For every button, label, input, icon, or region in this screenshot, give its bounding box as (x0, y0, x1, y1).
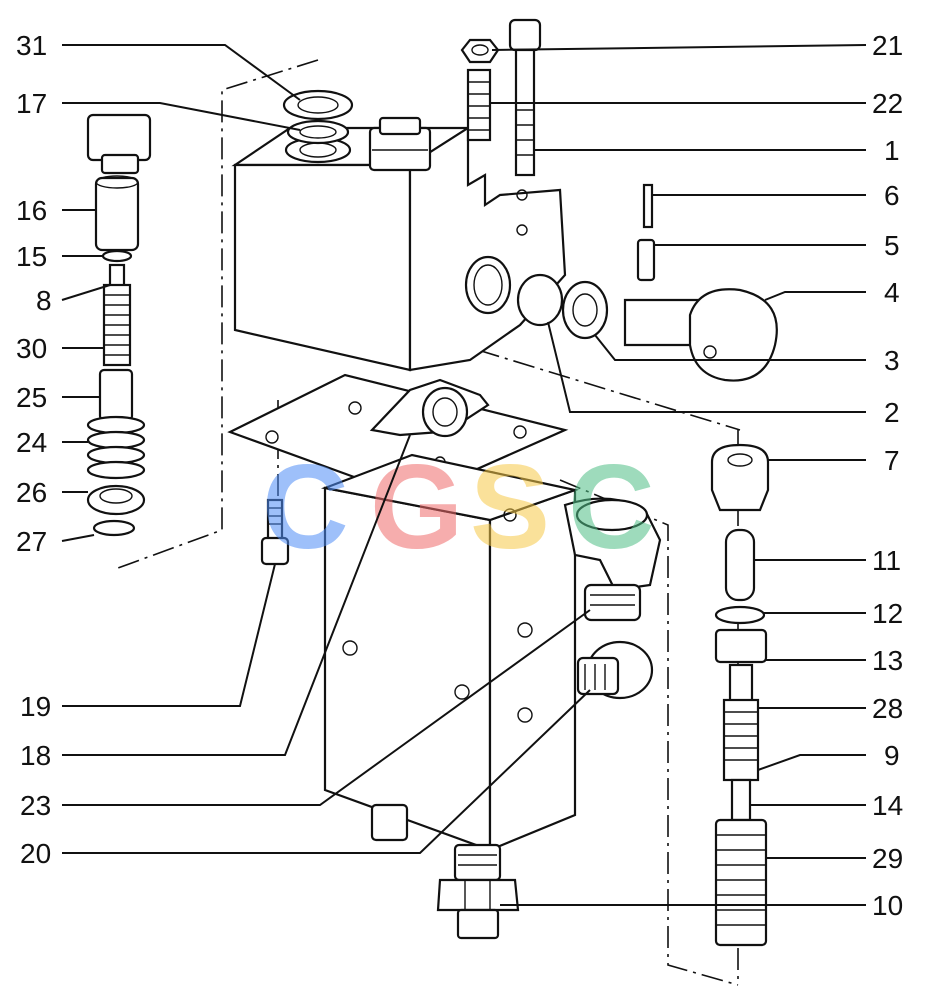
callout-21: 21 (872, 30, 903, 61)
plug (576, 640, 654, 700)
callout-24: 24 (16, 427, 47, 458)
callout-11: 11 (872, 545, 901, 576)
callout-1: 1 (884, 135, 900, 166)
callout-29: 29 (872, 843, 903, 874)
screw-19 (260, 498, 290, 566)
callout-15: 15 (16, 241, 47, 272)
axis-left-group (117, 59, 319, 569)
bottom-stub (370, 803, 409, 842)
knob-assembly (516, 183, 778, 382)
callout-30: 30 (16, 333, 47, 364)
lower-valve-body (320, 453, 580, 852)
callout-23: 23 (20, 790, 51, 821)
callout-12: 12 (872, 598, 903, 629)
leader-lines (61, 44, 867, 906)
top-hardware (460, 18, 542, 177)
axis-right-upper (477, 349, 741, 431)
watermark: C G S C (262, 440, 655, 574)
callout-13: 13 (872, 645, 903, 676)
cam-lever (369, 378, 490, 438)
callout-22: 22 (872, 88, 903, 119)
callout-27: 27 (16, 526, 47, 557)
hex-fitting (436, 843, 520, 940)
callout-8: 8 (36, 285, 52, 316)
callout-6: 6 (884, 180, 900, 211)
callout-14: 14 (872, 790, 903, 821)
callout-10: 10 (872, 890, 903, 921)
callout-20: 20 (20, 838, 51, 869)
callout-19: 19 (20, 691, 51, 722)
callouts-right: 21 22 1 6 5 4 3 2 7 11 12 13 28 9 14 29 … (872, 30, 903, 921)
callout-17: 17 (16, 88, 47, 119)
callout-7: 7 (884, 445, 900, 476)
callout-4: 4 (884, 277, 900, 308)
callout-3: 3 (884, 345, 900, 376)
top-cap (368, 116, 432, 172)
callout-5: 5 (884, 230, 900, 261)
watermark-letter-2: G (370, 440, 463, 574)
callouts-left: 31 17 16 15 8 30 25 24 26 27 19 18 23 20 (16, 30, 52, 869)
callout-18: 18 (20, 740, 51, 771)
watermark-letter-4: C (568, 440, 655, 574)
right-stack (710, 443, 770, 947)
callout-9: 9 (884, 740, 900, 771)
watermark-letter-3: S (470, 440, 550, 574)
callout-16: 16 (16, 195, 47, 226)
callout-2: 2 (884, 397, 900, 428)
callout-31: 31 (16, 30, 47, 61)
elbow-fitting (563, 497, 662, 622)
callout-26: 26 (16, 477, 47, 508)
watermark-letter-1: C (262, 440, 349, 574)
callout-25: 25 (16, 382, 47, 413)
callout-28: 28 (872, 693, 903, 724)
left-stack (86, 89, 354, 537)
